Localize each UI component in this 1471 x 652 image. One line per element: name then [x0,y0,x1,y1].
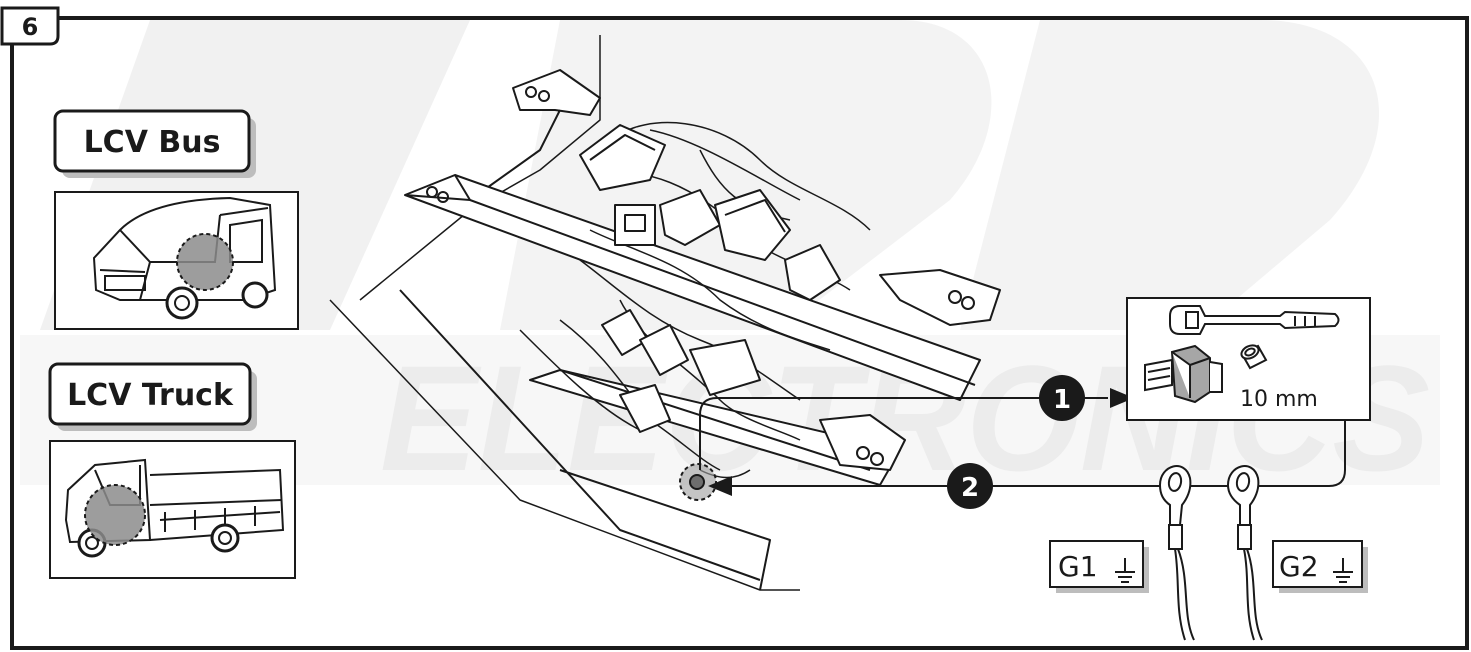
callout-2-number: 2 [961,473,979,503]
ground-terminal-g2 [1226,465,1263,641]
callout-2-badge [947,463,993,509]
g1-ground-symbol-icon [1115,558,1135,583]
bus-highlight-circle [176,233,234,291]
bus-thumbnail [54,191,299,330]
g1-label-box: G1 [1049,540,1149,593]
ground-point-highlight [679,463,717,501]
ratchet-icon [1169,305,1340,335]
bus-label: LCV Bus [84,125,221,160]
watermark-shape-right [960,20,1380,330]
callout-2-line [732,420,1346,487]
outer-frame [10,16,1469,650]
bus-label-box: LCV Bus [53,109,256,178]
chassis-harness-illustration [329,35,1001,591]
truck-highlight-circle [84,484,146,546]
truck-label: LCV Truck [67,378,234,413]
socket-icon [1240,344,1268,370]
callout-1: 1 [699,375,1134,470]
callout-1-number: 1 [1053,385,1071,415]
socket-size: 10 mm [1240,387,1318,412]
tools-box: 10 mm [1126,297,1371,421]
g2-label: G2 [1279,550,1319,583]
truck-thumbnail [49,440,296,579]
truck-wheel-rear [210,523,240,553]
g1-label: G1 [1058,550,1098,583]
callout-2-arrowhead [708,476,732,496]
truck-label-box: LCV Truck [48,362,257,431]
g2-label-box: G2 [1272,540,1368,593]
step-number-box: 6 [0,6,60,46]
callout-2: 2 [708,420,1346,509]
callout-1-line [699,397,1108,470]
bolt-icon [1144,344,1223,404]
g2-ground-symbol-icon [1333,558,1353,583]
ground-terminal-g1 [1158,465,1195,641]
callout-1-badge [1039,375,1085,421]
step-number: 6 [22,13,39,41]
bus-wheel-front [165,286,199,320]
callout-1-arrowhead [1110,388,1134,408]
ground-bolt [689,474,705,490]
bus-wheel-rear [241,281,269,309]
